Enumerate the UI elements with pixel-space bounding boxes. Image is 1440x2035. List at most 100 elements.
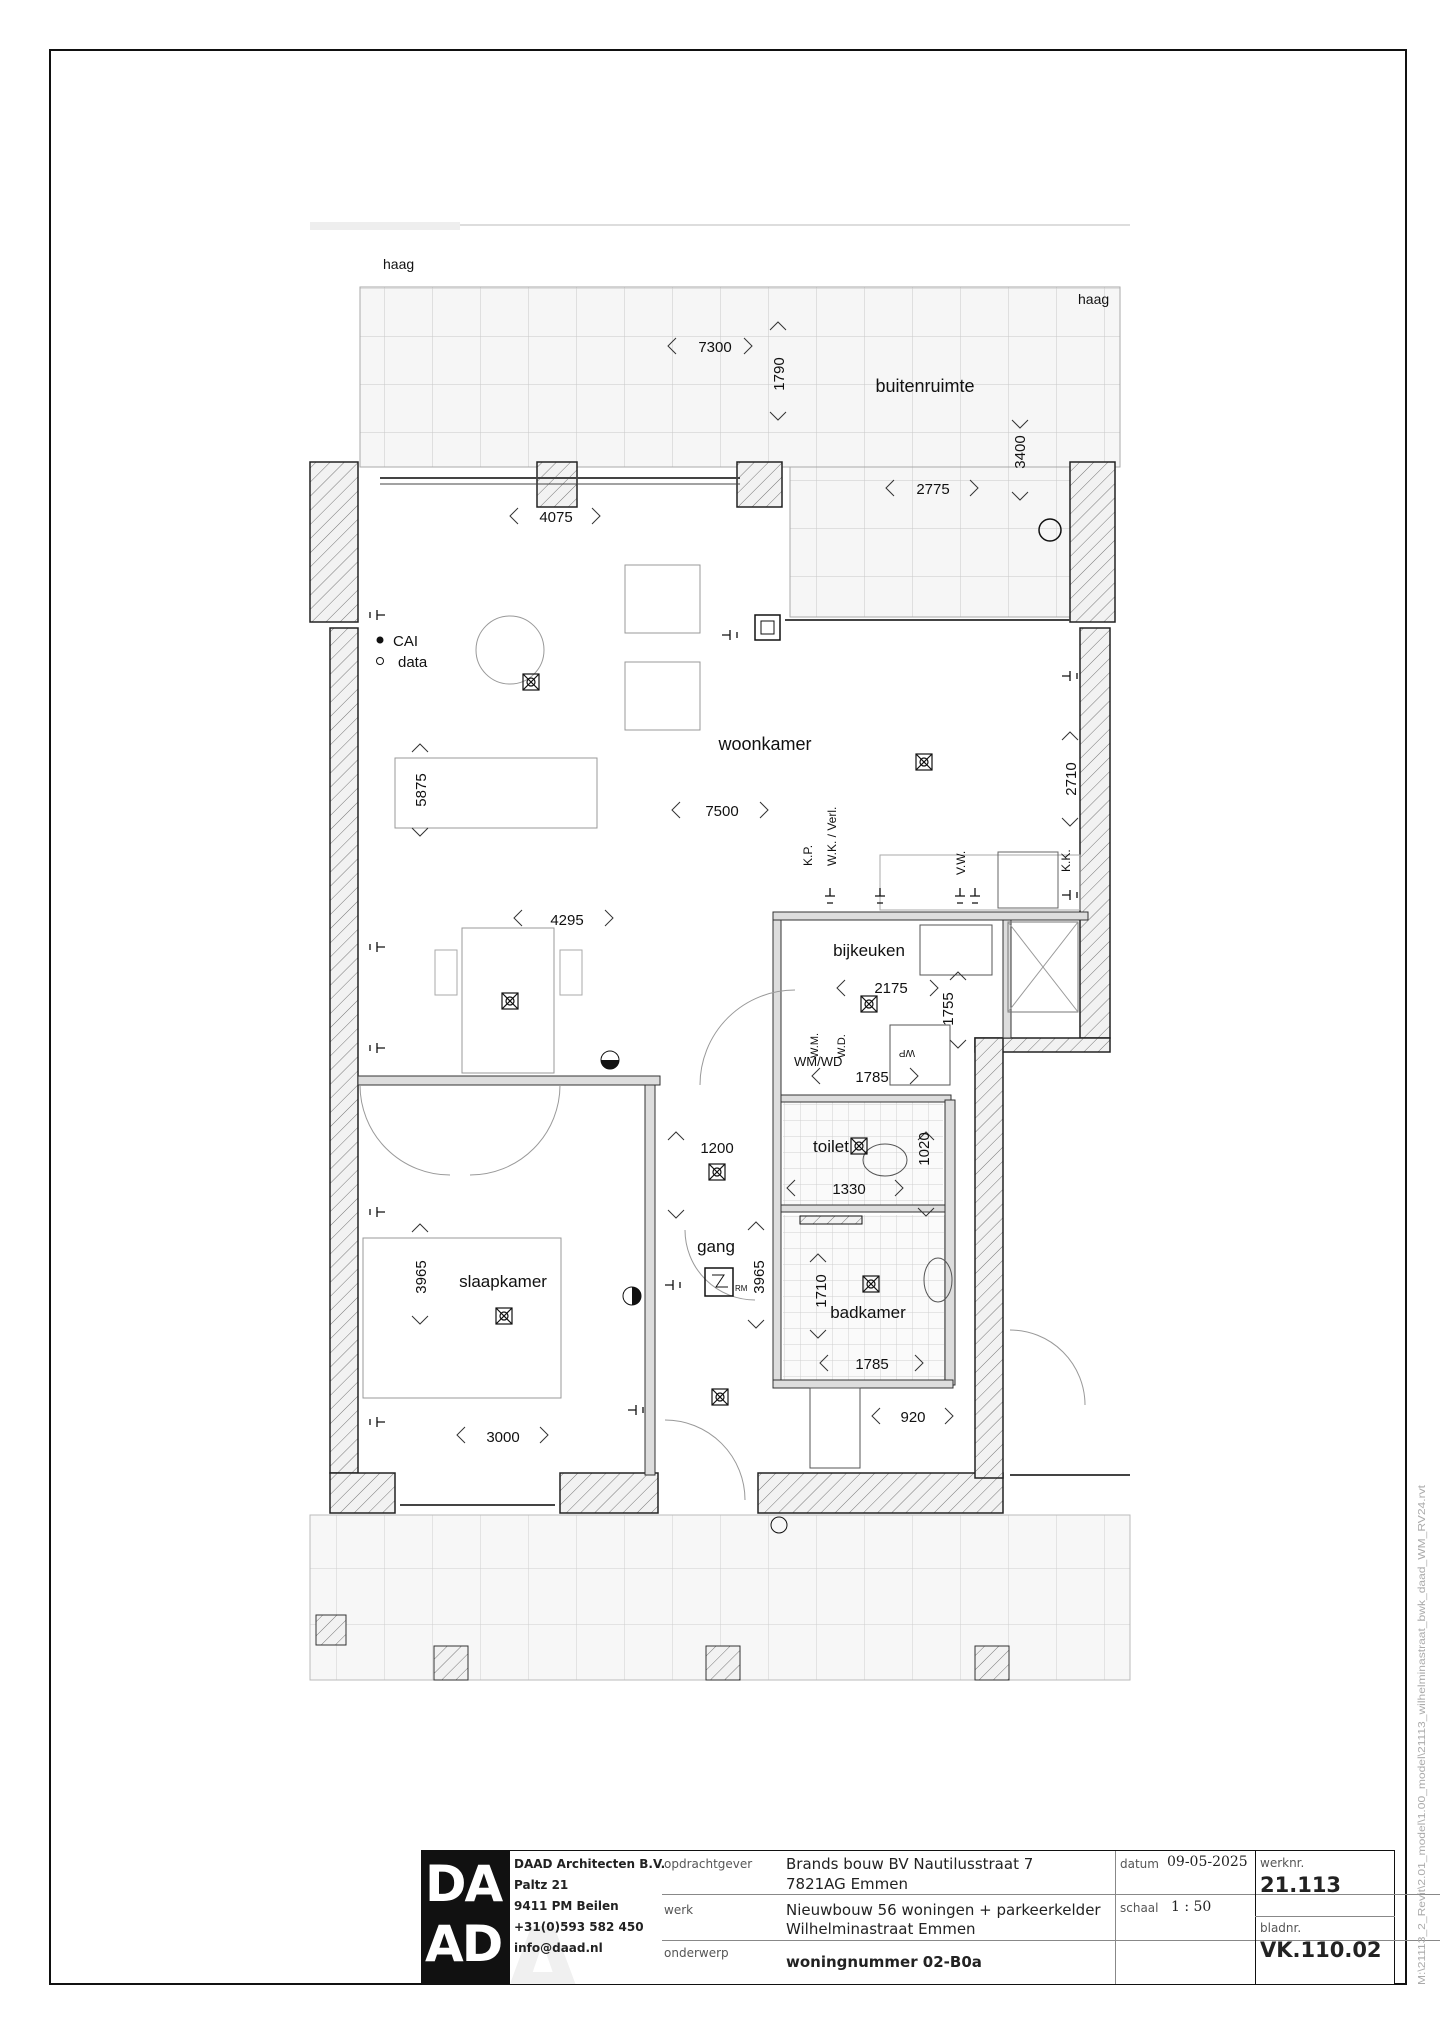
label-haag-left: haag (383, 256, 414, 272)
label-schaal: schaal (1120, 1901, 1159, 1915)
post (974, 1645, 1010, 1681)
data-outlet-icon (376, 657, 384, 665)
bladnr-value: VK.110.02 (1260, 1938, 1382, 1962)
label-kp: K.P. (801, 845, 815, 866)
dim-1330: 1330 (832, 1181, 865, 1198)
wall-bijkeuken-toilet (780, 1094, 952, 1103)
firm-email: info@daad.nl (514, 1941, 603, 1955)
firm-street: Paltz 21 (514, 1878, 569, 1892)
logo-bottom: AD (425, 1915, 503, 1973)
wall-bottom-left (329, 1472, 396, 1514)
room-bijkeuken: bijkeuken (833, 941, 905, 960)
dim-1755: 1755 (940, 992, 957, 1025)
doorbell-icon (770, 1516, 788, 1534)
firm-phone: +31(0)593 582 450 (514, 1920, 644, 1934)
dim-3000: 3000 (486, 1429, 519, 1446)
meter-cupboard-icon (704, 1267, 734, 1297)
dim-4075: 4075 (539, 509, 572, 526)
door-swing (1009, 1329, 1086, 1406)
wall-left (329, 627, 359, 1474)
terrace-tiles-top (359, 286, 1121, 468)
wall-bottom-mid (559, 1472, 659, 1514)
column-right (1069, 461, 1116, 623)
title-block: DA AD A DAAD Architecten B.V. Paltz 21 9… (421, 1850, 1440, 1985)
werknr-value: 21.113 (1260, 1873, 1342, 1897)
door-swing (664, 1419, 746, 1501)
wall-bath-right (944, 1099, 956, 1386)
post (433, 1645, 469, 1681)
wall-sockets (369, 610, 1078, 1427)
label-wm-wd: WM/WD (794, 1054, 842, 1069)
sofa (394, 757, 598, 829)
hedge-strip (310, 222, 460, 230)
wall-right (1079, 627, 1111, 1039)
toilet-bowl (862, 1143, 908, 1177)
room-badkamer: badkamer (830, 1303, 906, 1322)
kitchen-counter (879, 854, 1081, 911)
wall-bottom-right (757, 1472, 1004, 1514)
column-left (309, 461, 359, 623)
werk-line1: Nieuwbouw 56 woningen + parkeerkelder (786, 1901, 1101, 1919)
ceiling-lights (495, 673, 933, 1406)
dim-1785-bijkeuken: 1785 (855, 1069, 888, 1086)
label-wk-verl: W.K. / Verl. (825, 807, 839, 866)
dimension-arrows (411, 321, 1079, 1444)
label-wp: WP (899, 1047, 915, 1058)
post (315, 1614, 347, 1646)
dim-7500: 7500 (705, 803, 738, 820)
room-toilet: toilet (813, 1137, 849, 1156)
wall-living-bedroom (357, 1075, 661, 1086)
boiler (919, 924, 993, 976)
dim-1020: 1020 (916, 1132, 933, 1165)
room-gang: gang (697, 1237, 735, 1256)
label-rm: RM (735, 1284, 748, 1293)
onderwerp-value: woningnummer 02-B0a (786, 1953, 982, 1971)
label-bladnr: bladnr. (1260, 1921, 1302, 1935)
pillar-2 (736, 461, 783, 508)
label-werk: werk (664, 1903, 694, 1917)
datum-value: 09-05-2025 (1167, 1854, 1248, 1870)
logo: DA AD (422, 1851, 510, 1984)
dim-1710: 1710 (813, 1274, 830, 1307)
post (705, 1645, 741, 1681)
door-swing (359, 1084, 451, 1176)
wall-bath-bottom (772, 1379, 954, 1389)
label-kk: K.K. (1059, 849, 1073, 872)
label-wm: W.M. (809, 1033, 821, 1058)
cai-outlet-icon (376, 636, 384, 644)
logo-watermark-panel: A (510, 1851, 690, 1984)
opdrachtgever-line2: 7821AG Emmen (786, 1875, 908, 1893)
label-wd: W.D. (836, 1034, 848, 1058)
label-vw: V.W. (954, 851, 968, 875)
opdrachtgever-line1: Brands bouw BV Nautilusstraat 7 (786, 1855, 1034, 1873)
room-slaapkamer: slaapkamer (459, 1272, 547, 1291)
file-path-text: M:\21113_2_Revit\2.01_model\1.00_model\2… (1417, 1485, 1428, 1985)
dim-3965-hall: 3965 (751, 1260, 768, 1293)
wall-hall-services (772, 911, 782, 1388)
outdoor-light-icon (1038, 518, 1062, 542)
room-woonkamer: woonkamer (717, 734, 811, 754)
dim-1785-bath: 1785 (855, 1356, 888, 1373)
wall-bijkeuken-right (1002, 919, 1012, 1039)
dim-2775: 2775 (916, 481, 949, 498)
dim-7300: 7300 (698, 339, 731, 356)
schaal-value: 1 : 50 (1171, 1899, 1212, 1915)
dim-920: 920 (900, 1409, 925, 1426)
logo-top: DA (425, 1855, 503, 1913)
armchair-1 (624, 564, 701, 634)
shaft (1007, 921, 1079, 1013)
bathroom-tiles (783, 1215, 953, 1380)
dining-table (461, 927, 555, 1074)
round-table (475, 615, 545, 685)
dim-3965-bedroom: 3965 (413, 1260, 430, 1293)
dining-chair (434, 949, 458, 996)
wall-bedroom-hall (644, 1084, 656, 1476)
washbasin (923, 1257, 953, 1303)
file-path-vertical: M:\21113_2_Revit\2.01_model\1.00_model\2… (1417, 1485, 1428, 1985)
wall-right-lower (974, 1037, 1004, 1479)
dim-1790: 1790 (771, 357, 788, 390)
dim-5875: 5875 (413, 773, 430, 806)
label-onderwerp: onderwerp (664, 1946, 729, 1960)
label-cai: CAI (393, 633, 418, 650)
